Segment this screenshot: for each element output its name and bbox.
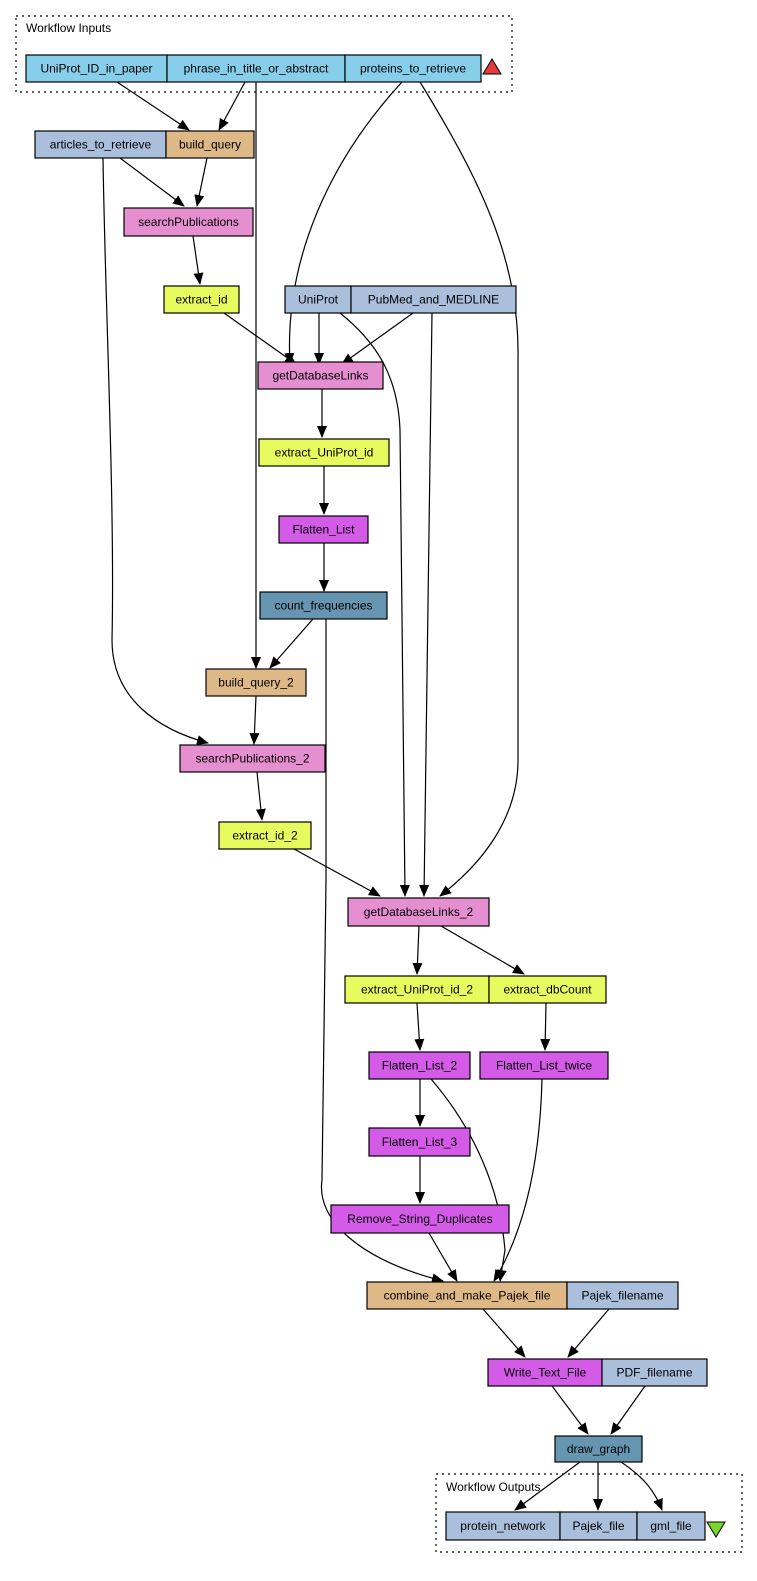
node-label: Flatten_List_twice (496, 1059, 592, 1073)
node-getDatabaseLinks[interactable]: getDatabaseLinks (257, 361, 384, 390)
edge (482, 1308, 526, 1358)
node-articles_to_retrieve[interactable]: articles_to_retrieve (34, 130, 167, 159)
edge (102, 157, 209, 745)
edge (116, 81, 190, 131)
node-combine_and_make_Pajek_file[interactable]: combine_and_make_Pajek_file (366, 1281, 568, 1310)
input-port-UniProt_ID_in_paper[interactable]: UniProt_ID_in_paper (25, 54, 168, 83)
edge (567, 1308, 610, 1358)
node-PubMed_and_MEDLINE[interactable]: PubMed_and_MEDLINE (350, 285, 517, 314)
node-label: searchPublications_2 (195, 752, 309, 766)
output-port-Pajek_file[interactable]: Pajek_file (559, 1511, 638, 1541)
edge (192, 235, 204, 285)
edge (514, 1461, 581, 1511)
node-label: searchPublications (138, 215, 239, 229)
node-Flatten_List[interactable]: Flatten_List (278, 515, 369, 544)
edge (249, 695, 260, 745)
node-label: Write_Text_File (504, 1366, 587, 1380)
workflow-outputs-title: Workflow Outputs (446, 1480, 540, 1494)
input-port-label: phrase_in_title_or_abstract (184, 62, 329, 76)
edge (269, 618, 314, 669)
edge (551, 1385, 589, 1435)
node-label: combine_and_make_Pajek_file (384, 1289, 551, 1303)
edge (223, 312, 297, 365)
node-label: extract_id (175, 293, 227, 307)
edge (284, 81, 403, 365)
node-label: getDatabaseLinks (272, 369, 368, 383)
node-label: Flatten_List_3 (382, 1135, 458, 1149)
node-Flatten_List_2[interactable]: Flatten_List_2 (368, 1051, 471, 1080)
node-extract_id_2[interactable]: extract_id_2 (218, 821, 312, 850)
node-extract_UniProt_id[interactable]: extract_UniProt_id (258, 438, 390, 467)
node-label: build_query (179, 138, 241, 152)
node-extract_UniProt_id_2[interactable]: extract_UniProt_id_2 (344, 975, 490, 1004)
edge (440, 925, 525, 975)
node-searchPublications_2[interactable]: searchPublications_2 (179, 744, 326, 773)
node-Pajek_filename[interactable]: Pajek_filename (566, 1281, 679, 1310)
edge (414, 1002, 425, 1051)
node-label: Flatten_List_2 (382, 1059, 458, 1073)
edge (620, 1461, 663, 1511)
edge (540, 1002, 551, 1051)
node-PDF_filename[interactable]: PDF_filename (601, 1358, 708, 1387)
node-label: count_frequencies (274, 599, 372, 613)
edge (341, 312, 414, 365)
node-Flatten_List_3[interactable]: Flatten_List_3 (368, 1127, 471, 1157)
output-port-gml_file[interactable]: gml_file (636, 1511, 706, 1541)
node-extract_id[interactable]: extract_id (163, 285, 240, 314)
input-port-label: proteins_to_retrieve (360, 62, 466, 76)
node-Flatten_List_twice[interactable]: Flatten_List_twice (479, 1051, 609, 1080)
node-label: UniProt (298, 293, 339, 307)
node-extract_dbCount[interactable]: extract_dbCount (488, 975, 607, 1004)
output-port-label: protein_network (460, 1519, 546, 1533)
node-build_query[interactable]: build_query (165, 130, 255, 159)
node-Write_Text_File[interactable]: Write_Text_File (487, 1358, 603, 1387)
edge (430, 1078, 507, 1282)
node-count_frequencies[interactable]: count_frequencies (259, 591, 388, 620)
node-label: Pajek_filename (581, 1289, 663, 1303)
node-build_query_2[interactable]: build_query_2 (205, 668, 307, 697)
node-label: articles_to_retrieve (50, 138, 152, 152)
output-port-label: gml_file (650, 1519, 692, 1533)
edge (218, 81, 246, 131)
edge (412, 925, 423, 975)
input-port-phrase_in_title_or_abstract[interactable]: phrase_in_title_or_abstract (166, 54, 346, 83)
workflow-inputs-cluster: Workflow Inputs (15, 15, 513, 93)
node-label: PubMed_and_MEDLINE (368, 293, 499, 307)
inputs-triangle-icon (482, 58, 502, 75)
edge (419, 312, 433, 897)
node-searchPublications[interactable]: searchPublications (123, 207, 254, 237)
output-port-label: Pajek_file (572, 1519, 624, 1533)
node-label: extract_dbCount (503, 983, 592, 997)
node-label: PDF_filename (616, 1366, 692, 1380)
node-label: extract_UniProt_id (275, 446, 374, 460)
edge (428, 1232, 458, 1282)
node-UniProt[interactable]: UniProt (284, 285, 352, 314)
node-Remove_String_Duplicates[interactable]: Remove_String_Duplicates (330, 1204, 510, 1234)
node-label: build_query_2 (218, 676, 294, 690)
edge (493, 1078, 543, 1282)
edge (339, 312, 410, 897)
input-port-proteins_to_retrieve[interactable]: proteins_to_retrieve (344, 54, 482, 83)
node-label: extract_id_2 (232, 829, 298, 843)
node-label: draw_graph (567, 1442, 630, 1456)
node-draw_graph[interactable]: draw_graph (554, 1435, 643, 1463)
node-label: extract_UniProt_id_2 (361, 983, 473, 997)
node-label: Flatten_List (292, 523, 355, 537)
outputs-triangle-icon (706, 1521, 726, 1538)
node-label: Remove_String_Duplicates (347, 1212, 492, 1226)
input-port-label: UniProt_ID_in_paper (40, 62, 152, 76)
workflow-inputs-title: Workflow Inputs (26, 21, 111, 35)
edge (320, 619, 444, 1284)
edge (610, 1385, 646, 1435)
edge (194, 157, 208, 207)
edge (293, 848, 381, 897)
node-label: getDatabaseLinks_2 (364, 905, 474, 919)
output-port-protein_network[interactable]: protein_network (445, 1511, 561, 1541)
edge (419, 81, 519, 897)
workflow-outputs-cluster: Workflow Outputs (435, 1473, 743, 1553)
edge (119, 157, 185, 207)
edge (255, 771, 266, 821)
node-getDatabaseLinks_2[interactable]: getDatabaseLinks_2 (347, 897, 490, 927)
